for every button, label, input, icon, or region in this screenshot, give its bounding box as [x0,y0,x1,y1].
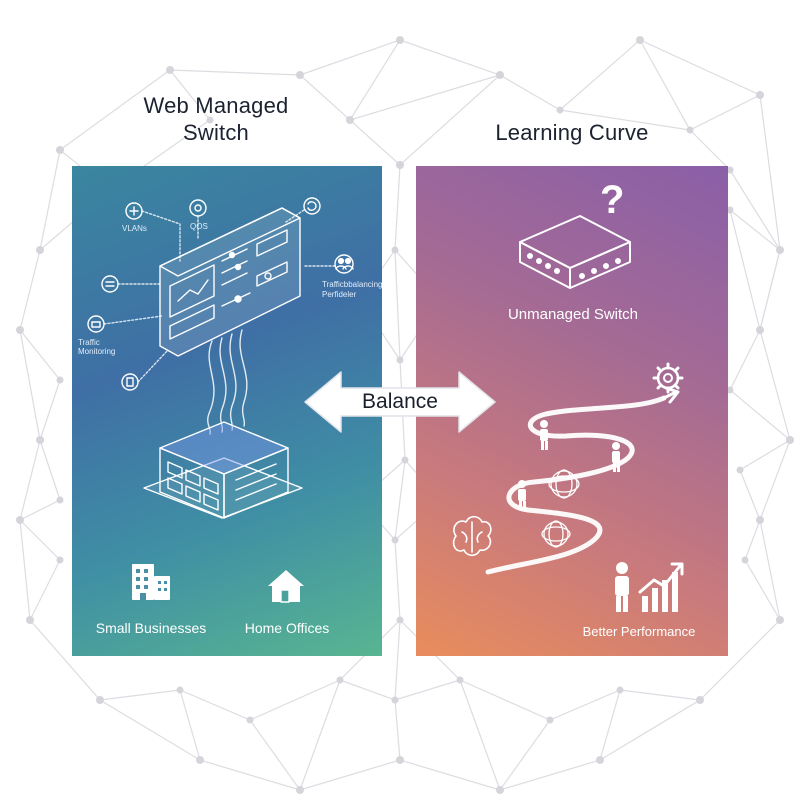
vlans-label: VLANs [122,224,147,233]
person-growth-icon [615,562,678,612]
users-icon [334,254,354,274]
qos-label: QOS [190,222,208,231]
learning-curve-path [485,395,667,575]
left-title: Web Managed Switch [96,92,336,146]
right-title: Learning Curve [495,120,649,145]
small-businesses-label: Small Businesses [95,620,207,636]
home-offices-label: Home Offices [244,620,330,636]
traffic-balancing-sublabel: Perfideler [322,290,357,299]
managed-switch-icon [143,421,303,519]
house-icon [268,570,304,602]
traffic-monitoring-label: Traffic Monitoring [78,338,116,356]
right-panel-illustration [452,215,684,612]
better-performance-label: Better Performance [582,624,696,639]
unmanaged-switch-icon [519,215,631,289]
gear-icon [652,362,684,394]
brain-icon [452,515,492,557]
traffic-balancing-label: Trafficbbalancing [322,280,382,289]
brain-icon [303,197,321,215]
left-panel-illustration [87,197,354,603]
left-title-text: Web Managed Switch [143,93,289,145]
sliders-icon [101,275,119,293]
monitor-icon [87,315,105,333]
document-icon [121,373,139,391]
balance-label: Balance [362,390,438,413]
question-mark-icon: ? [600,178,625,222]
tangle-icon [541,469,580,548]
balance-double-arrow [304,371,496,433]
person-icon [518,420,620,510]
unmanaged-switch-label: Unmanaged Switch [507,306,639,323]
dashboard-icon [159,207,301,357]
qos-icon [189,199,207,217]
